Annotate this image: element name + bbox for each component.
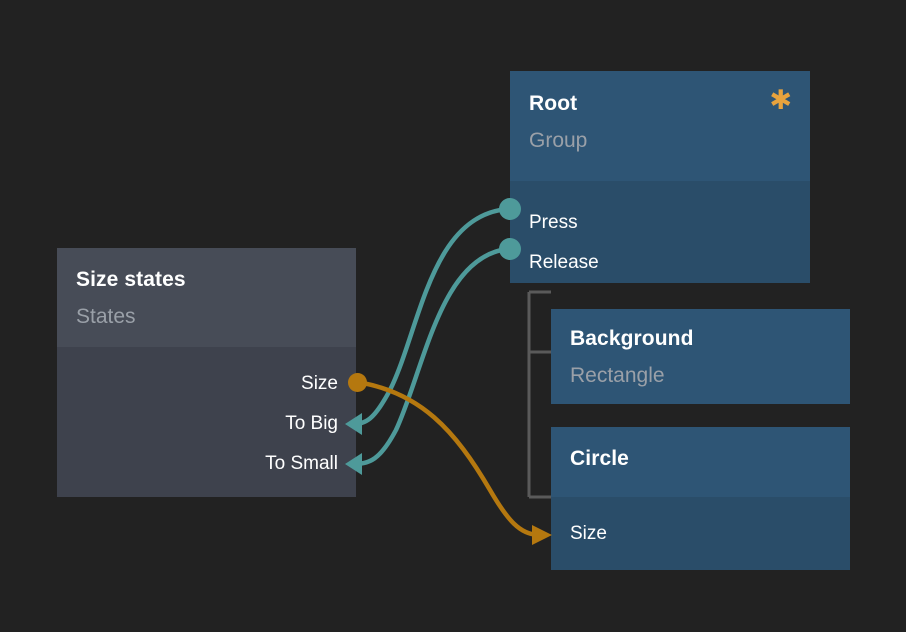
node-root-body: Press Release bbox=[510, 181, 810, 283]
node-background-title: Background bbox=[570, 327, 694, 350]
node-root[interactable]: Root Group ✱ Press Release bbox=[510, 71, 810, 283]
node-root-header[interactable]: Root Group ✱ bbox=[510, 71, 810, 181]
node-background[interactable]: Background Rectangle bbox=[551, 309, 850, 404]
port-root-press-label[interactable]: Press bbox=[529, 212, 578, 233]
node-background-header[interactable]: Background Rectangle bbox=[551, 309, 850, 404]
node-circle-title: Circle bbox=[570, 447, 629, 470]
node-size-states-body: Size To Big To Small bbox=[57, 347, 356, 497]
port-size-states-size-label[interactable]: Size bbox=[301, 373, 338, 394]
node-root-title: Root bbox=[529, 92, 578, 115]
edge-size-to-circle-size bbox=[354, 379, 541, 538]
edge-press-to-big bbox=[349, 206, 511, 427]
port-circle-size-label[interactable]: Size bbox=[570, 523, 607, 544]
node-size-states-subtitle: States bbox=[76, 305, 136, 328]
node-background-subtitle: Rectangle bbox=[570, 364, 665, 387]
edge-release-to-small bbox=[349, 246, 511, 467]
node-circle[interactable]: Circle Size bbox=[551, 427, 850, 570]
port-size-states-to-small-label[interactable]: To Small bbox=[265, 453, 338, 474]
node-circle-body: Size bbox=[551, 497, 850, 570]
node-size-states[interactable]: Size states States Size To Big To Small bbox=[57, 248, 356, 497]
node-size-states-title: Size states bbox=[76, 268, 186, 291]
node-size-states-header[interactable]: Size states States bbox=[57, 248, 356, 347]
node-root-subtitle: Group bbox=[529, 129, 588, 152]
node-circle-header[interactable]: Circle bbox=[551, 427, 850, 497]
asterisk-icon[interactable]: ✱ bbox=[769, 85, 792, 116]
port-root-release-label[interactable]: Release bbox=[529, 252, 599, 273]
port-size-states-to-big-label[interactable]: To Big bbox=[285, 413, 338, 434]
tree-bracket bbox=[527, 290, 551, 499]
